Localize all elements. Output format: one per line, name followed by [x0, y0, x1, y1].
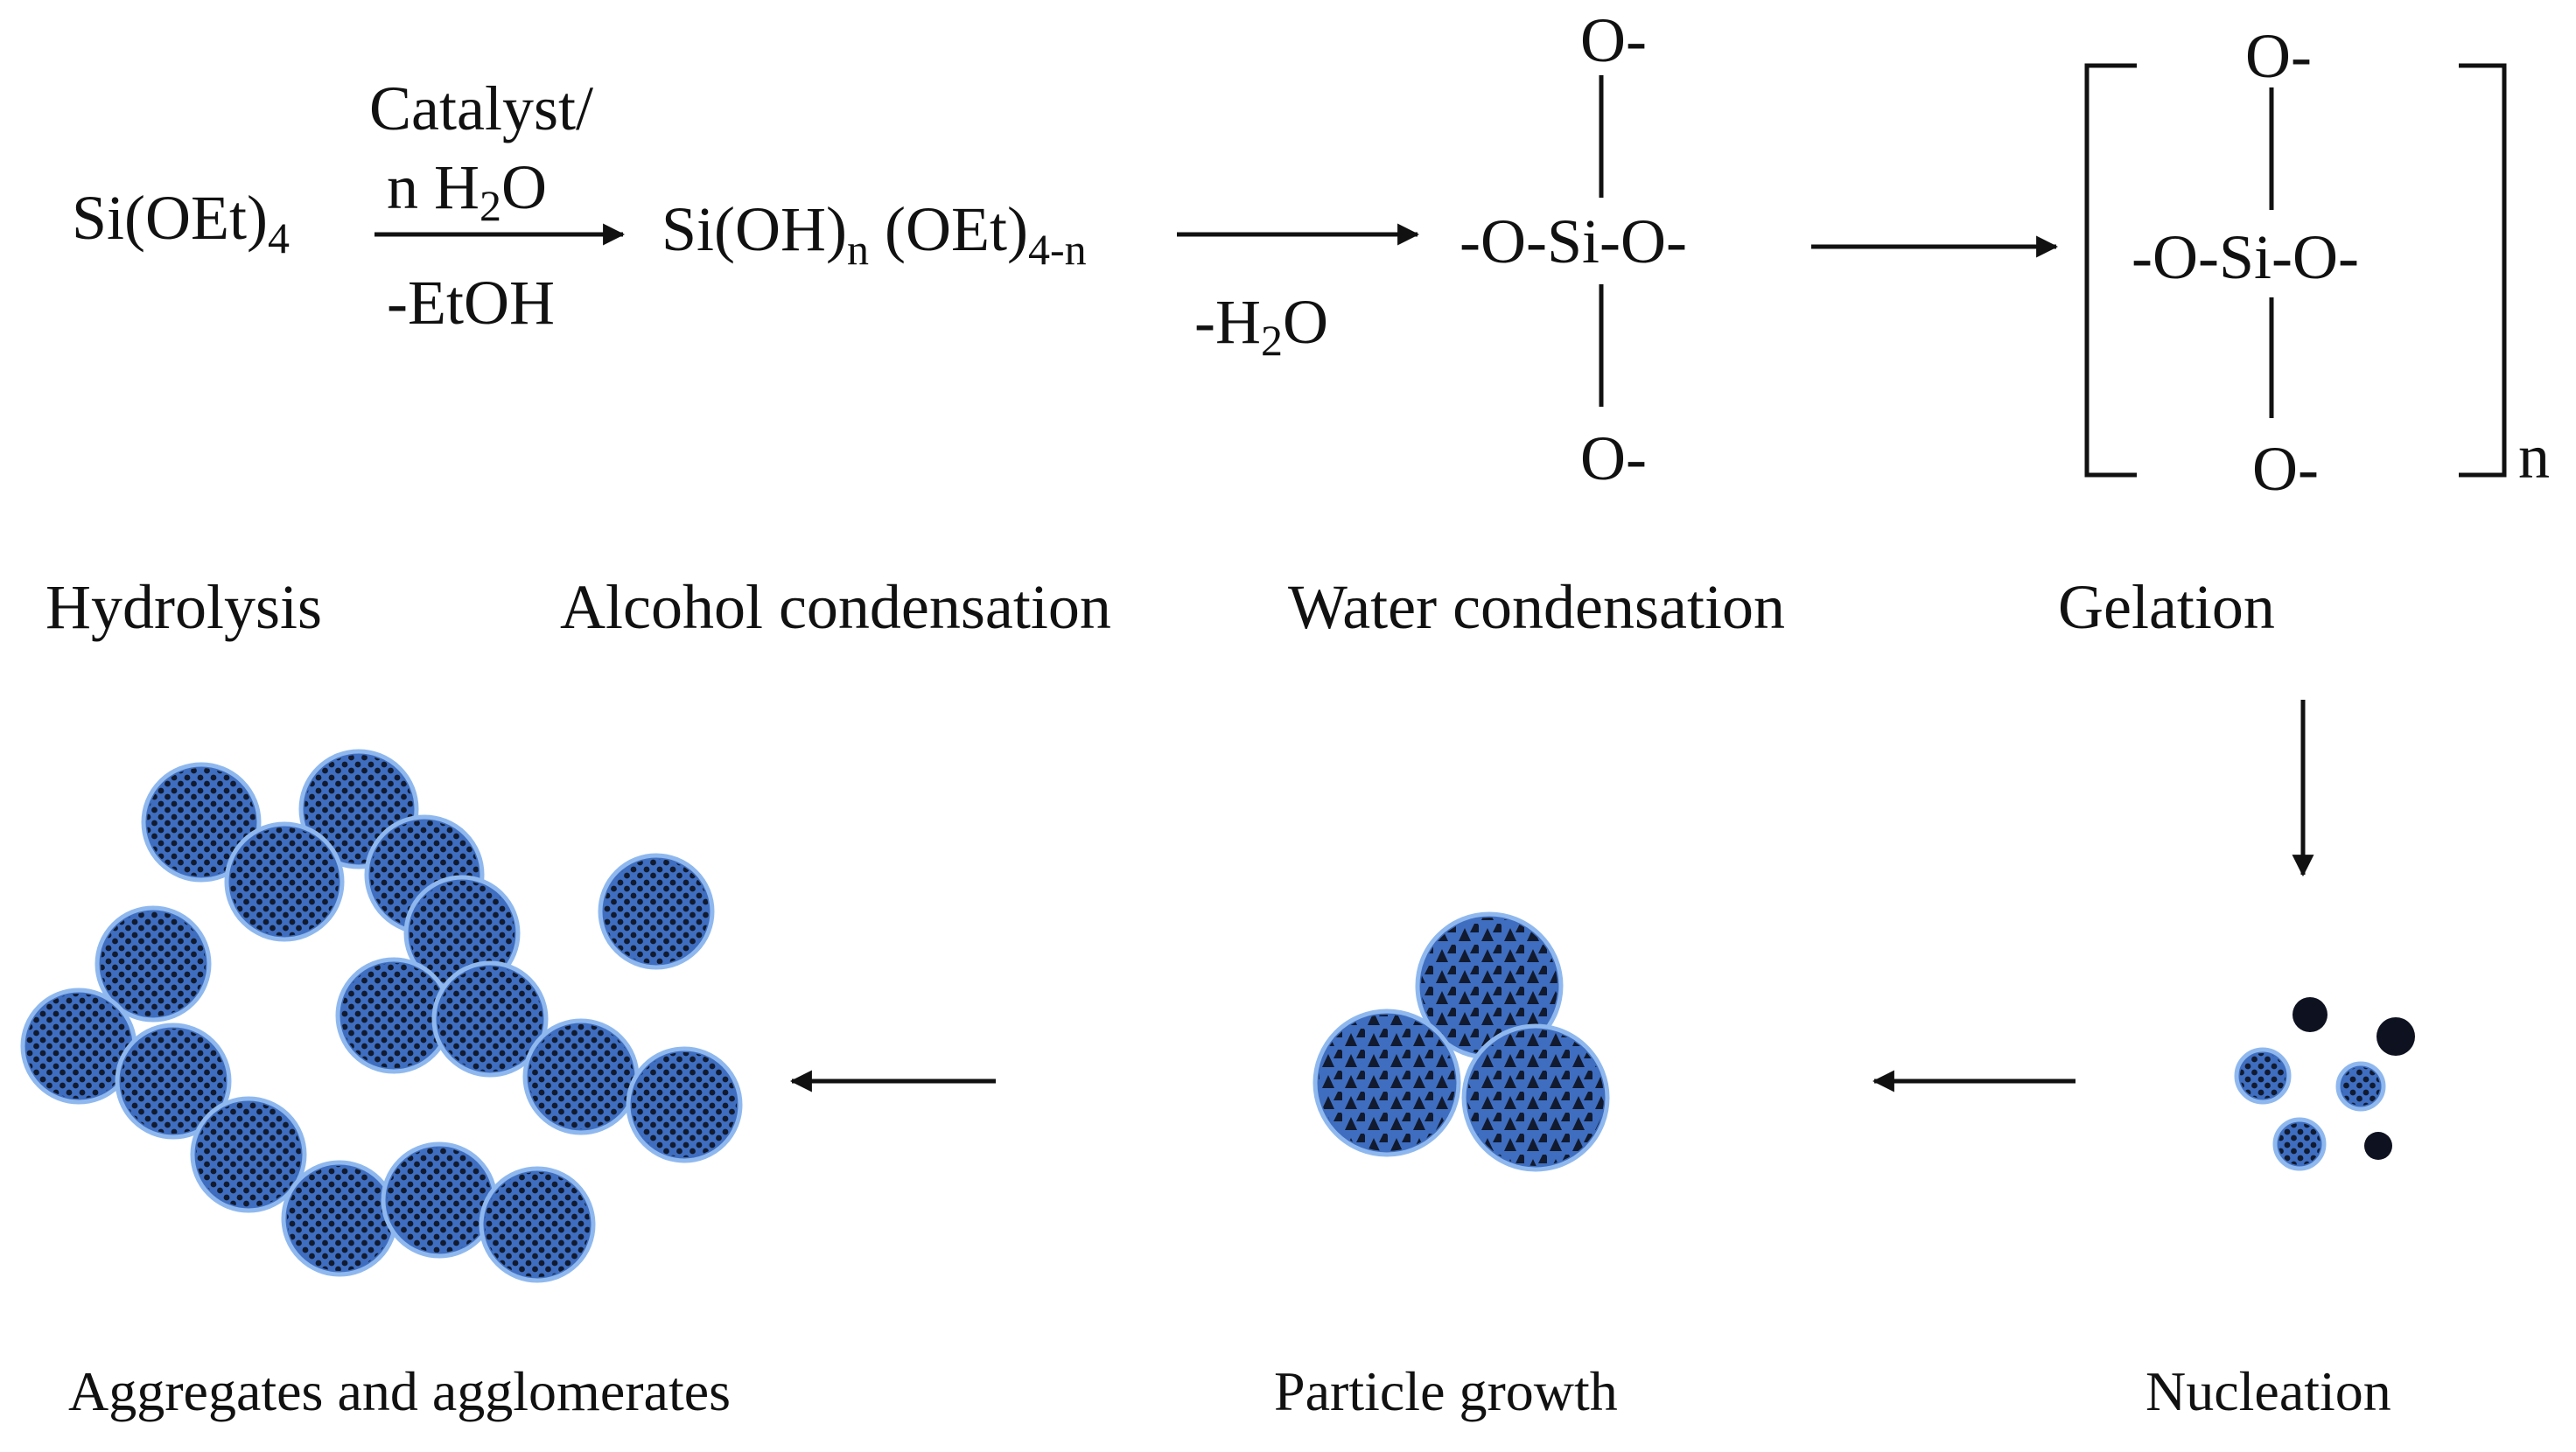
label-gelation: Gelation — [2058, 572, 2275, 642]
aggregate-particle — [281, 1160, 398, 1277]
aggregate-particle — [479, 1166, 596, 1283]
aggregate-particle — [94, 905, 212, 1023]
particle-growth-cluster — [1312, 911, 1610, 1172]
aggregate-particle — [224, 821, 345, 942]
silicate-polymer: O- -O-Si-O- O- n — [2084, 21, 2550, 504]
reagent-water: n H2O — [387, 152, 547, 230]
nucleus-blue — [2234, 1047, 2292, 1105]
aggregate-particle — [522, 1018, 640, 1135]
aggregates-cluster — [20, 749, 743, 1283]
aggregate-particle — [20, 988, 137, 1105]
label-water-condensation: Water condensation — [1288, 572, 1785, 642]
reagent-water-loss: -H2O — [1194, 287, 1328, 365]
aggregate-particle — [598, 853, 715, 970]
caption-nucleation: Nucleation — [2146, 1360, 2391, 1422]
silicate-monomer: O- -O-Si-O- O- — [1460, 5, 1687, 493]
aggregate-particle — [190, 1096, 307, 1213]
aggregate-particle — [115, 1023, 232, 1140]
nucleus-dark — [2364, 1132, 2392, 1160]
polymer-bottom-oxygen: O- — [2252, 434, 2319, 504]
nucleus-dark — [2292, 997, 2328, 1032]
monomer-top-oxygen: O- — [1580, 5, 1647, 75]
nucleation-particles — [2234, 997, 2415, 1171]
aggregate-particle — [431, 960, 549, 1078]
polymer-repeat-n: n — [2518, 422, 2550, 492]
grown-particle — [1312, 1009, 1461, 1157]
monomer-center: -O-Si-O- — [1460, 206, 1687, 276]
aggregate-particle — [626, 1046, 743, 1163]
grown-particle — [1415, 911, 1564, 1060]
label-alcohol-condensation: Alcohol condensation — [560, 572, 1111, 642]
nucleus-dark — [2376, 1017, 2415, 1056]
intermediate-formula: Si(OH)n (OEt)4-n — [662, 194, 1087, 274]
grown-particle — [1461, 1023, 1610, 1172]
caption-aggregates: Aggregates and agglomerates — [68, 1360, 731, 1422]
polymer-center: -O-Si-O- — [2132, 222, 2359, 292]
nucleus-blue — [2272, 1117, 2327, 1171]
label-hydrolysis: Hydrolysis — [46, 572, 322, 642]
polymer-top-oxygen: O- — [2245, 21, 2312, 91]
reactant-formula: Si(OEt)4 — [72, 183, 290, 262]
monomer-bottom-oxygen: O- — [1580, 423, 1647, 493]
reagent-catalyst: Catalyst/ — [369, 73, 593, 143]
nucleus-blue — [2335, 1061, 2386, 1112]
right-bracket — [2459, 63, 2507, 478]
left-bracket — [2084, 63, 2137, 478]
aggregate-particle — [381, 1141, 498, 1259]
reagent-ethanol: -EtOH — [387, 268, 555, 338]
aggregate-particle — [335, 957, 452, 1074]
caption-particle-growth: Particle growth — [1274, 1360, 1618, 1422]
aggregate-particle — [141, 762, 262, 883]
